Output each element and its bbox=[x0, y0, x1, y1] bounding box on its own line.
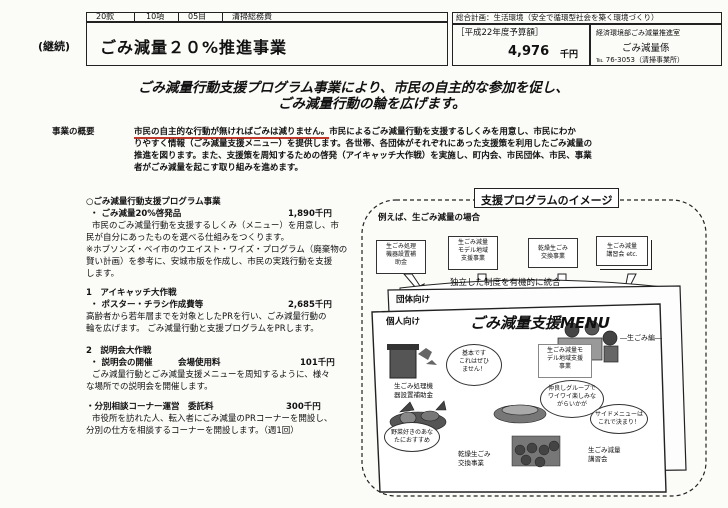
friends-callout: 仲良しグループでワイワイ楽しみながらいかが bbox=[540, 380, 604, 418]
program-1-heading: ○ごみ減量行動支援プログラム事業 bbox=[86, 197, 221, 207]
group-label: 団体向け bbox=[396, 295, 431, 305]
vegetable-callout: 野菜好きのあなたにおすすめ bbox=[384, 422, 440, 452]
overview-line-2: りやすく情報（ごみ減量支援メニュー）を提供します。各世帯、各団体がそれぞれにあっ… bbox=[134, 139, 593, 149]
program-2-line-2: 輪を広げます。 ごみ減量行動と支援プログラムをPRします。 bbox=[86, 324, 319, 334]
overview-label: 事業の概要 bbox=[52, 127, 95, 137]
device-subsidy-box: 生ごみ処理機器設置補助金 bbox=[376, 240, 426, 274]
overview-line-4: 者がごみ減量を起こす取り組みを進めます。 bbox=[134, 163, 303, 173]
program-2-amount: 2,685千円 bbox=[288, 300, 332, 310]
program-2-item: ・ ポスター・チラシ作成費等 bbox=[90, 300, 204, 310]
program-1-line-1: 市民のごみ減量行動を支援するしくみ（メニュー）を用意し、市 bbox=[92, 221, 339, 231]
divider bbox=[134, 12, 135, 22]
image-title: 支援プログラムのイメージ bbox=[481, 194, 613, 207]
menu-title: ごみ減量支援MENU bbox=[470, 314, 610, 332]
integration-label: 独立した制度を有機的に統合 bbox=[450, 278, 561, 288]
dried-exchange-label: 乾燥生ごみ交換事業 bbox=[458, 450, 491, 467]
program-2-line-1: 高齢者から若年層までを対象としたPRを行い、ごみ減量行動の bbox=[86, 312, 327, 322]
overview-line-1: 市民の自主的な行動が無ければごみは減りません。市民によるごみ減量行動を支援するし… bbox=[134, 126, 576, 139]
budget-code-table bbox=[86, 12, 448, 22]
compost-bin-icon bbox=[387, 344, 437, 379]
program-1-line-5: します。 bbox=[86, 269, 120, 279]
title-box bbox=[86, 22, 448, 66]
individual-label: 個人向け bbox=[386, 317, 421, 327]
device-subsidy-label: 生ごみ処理機器設置補助金 bbox=[394, 382, 433, 399]
slogan-line-2: ごみ減量行動の輪を広げます。 bbox=[278, 96, 466, 112]
program-1-line-4: 賢い計画）を参考に、安城市版を作成し、市民の実践行動を支援 bbox=[86, 257, 333, 267]
example-label: 例えば、生ごみ減量の場合 bbox=[378, 213, 481, 223]
program-3-amount: 101千円 bbox=[300, 358, 335, 368]
program-3-line-2: な場所での説明会を開催します。 bbox=[86, 382, 213, 392]
budget-box bbox=[452, 24, 590, 66]
model-area-label: 生ごみ減量モデル地域支援事業 bbox=[538, 344, 592, 378]
course-label: 生ごみ減量講習会 bbox=[588, 446, 621, 463]
department: 経済環境部ごみ減量推進室 bbox=[596, 29, 680, 37]
basic-callout: 基本ですこれはぜひません！ bbox=[446, 344, 502, 386]
divider bbox=[178, 12, 179, 22]
program-3-item: ・ 説明会の開催 会場使用料 bbox=[90, 358, 221, 368]
dried-exchange-box: 乾燥生ごみ交換事業 bbox=[528, 238, 578, 268]
code-name: 清掃総務費 bbox=[232, 12, 272, 21]
program-1-line-2: 民が自分にあったものを選べる仕組みをつくります。 bbox=[86, 233, 290, 243]
general-plan: 総合計画：生活環境（安全で循環型社会を築く環境づくり） bbox=[456, 13, 659, 22]
budget-label: ［平成22年度予算額］ bbox=[456, 28, 544, 38]
section: ごみ減量係 bbox=[622, 43, 670, 54]
slogan-line-1: ごみ減量行動支援プログラム事業により、市民の自主的な参加を促し、 bbox=[138, 80, 569, 96]
menu-subtitle: ―生ごみ編― bbox=[620, 334, 662, 342]
model-area-box: 生ごみ減量モデル地域支援事業 bbox=[448, 236, 498, 270]
program-4-amount: 300千円 bbox=[286, 402, 321, 412]
side-menu-callout: サイドメニューはこれで決まり！ bbox=[590, 404, 648, 434]
contact-box bbox=[590, 24, 722, 66]
continuation-label: (継続) bbox=[38, 40, 71, 53]
program-2-heading: 1 アイキャッチ大作戦 bbox=[86, 288, 177, 298]
course-box: 生ごみ減量講習会 etc. bbox=[596, 236, 648, 266]
image-title-frame: 支援プログラムのイメージ bbox=[474, 188, 620, 208]
program-1-amount: 1,890千円 bbox=[288, 209, 332, 219]
program-3-line-1: ごみ減量行動とごみ減量支援メニューを周知するように、様々 bbox=[92, 370, 330, 380]
program-4-line-2: 分別の仕方を相談するコーナーを開設します。（週1回） bbox=[86, 426, 299, 436]
program-1-item: ・ ごみ減量20%啓発品 bbox=[90, 209, 182, 219]
code-ko: 10項 bbox=[146, 12, 165, 21]
overview-underlined: 市民の自主的な行動が無ければごみは減りません。 bbox=[134, 127, 330, 139]
program-1-line-3: ※ホブソンズ・ベイ市のウエイスト・ワイズ・プログラム（廃棄物の bbox=[86, 245, 348, 255]
dashed-frame bbox=[361, 199, 707, 497]
budget-value: 4,976 bbox=[508, 44, 550, 59]
budget-unit: 千円 bbox=[560, 50, 579, 60]
page-title: ごみ減量２０%推進事業 bbox=[100, 38, 288, 57]
code-kan: 20款 bbox=[96, 12, 115, 21]
program-4-line-1: 市役所を訪れた人、転入者にごみ減量のPRコーナーを開設し、 bbox=[92, 414, 333, 424]
overview-line-3: 推進を図ります。また、支援策を周知するための啓発（アイキャッチ大作戦）を実施し、… bbox=[134, 151, 592, 161]
lecture-crowd-icon bbox=[511, 435, 561, 468]
plan-box bbox=[452, 12, 722, 24]
support-program-diagram bbox=[361, 199, 707, 497]
program-3-heading: 2 説明会大作戦 bbox=[86, 346, 152, 356]
overview-text-1: 市民によるごみ減量行動を支援するしくみを用意し、市民にわか bbox=[329, 127, 576, 137]
phone: ℡ 76-3053（清掃事業所） bbox=[596, 56, 684, 64]
program-4-item: ・分別相談コーナー運営 委託料 bbox=[86, 402, 214, 412]
code-moku: 05目 bbox=[188, 12, 207, 21]
divider bbox=[222, 12, 223, 22]
